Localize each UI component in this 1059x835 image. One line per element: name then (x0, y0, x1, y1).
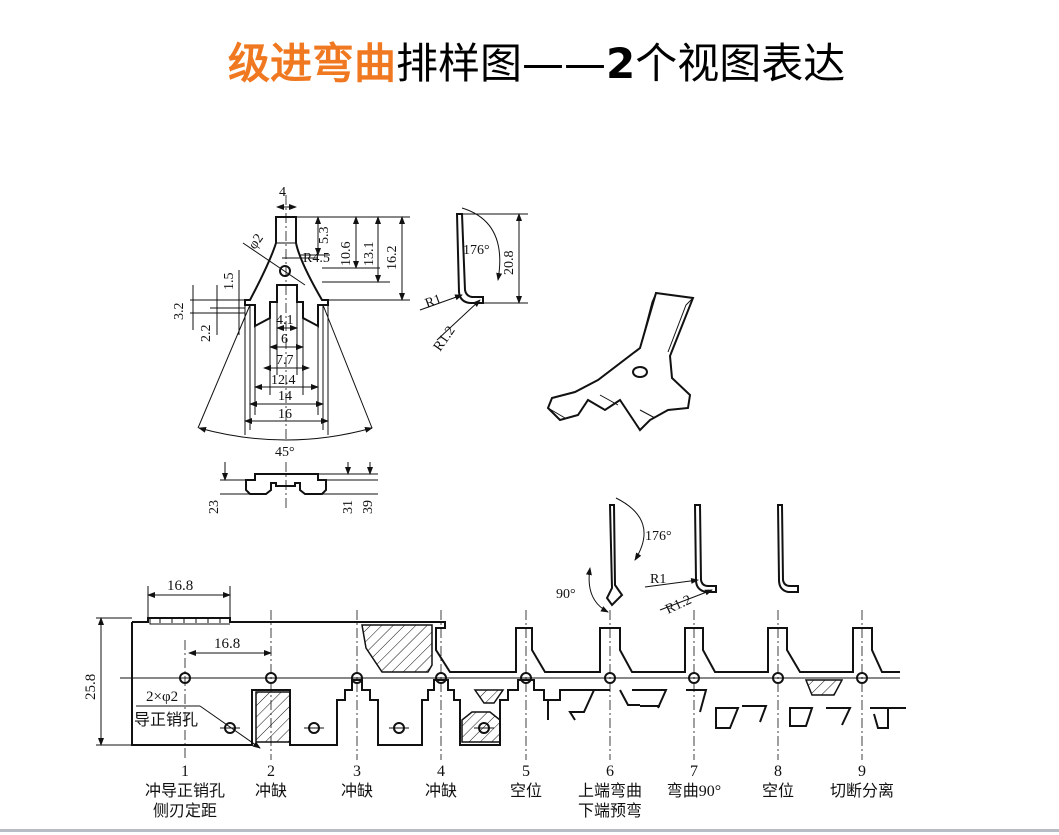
station-label: 冲缺 (340, 783, 373, 800)
station-number: 6 (606, 763, 614, 780)
slide-bottom-divider (0, 829, 1059, 832)
station-2: 2 冲缺 (216, 762, 326, 802)
station-number: 1 (181, 763, 189, 780)
station-label: 空位 (761, 783, 794, 800)
dim-16: 16 (278, 407, 292, 422)
dim-12-4: 12.4 (271, 373, 296, 388)
part-front-view: 4 5.3 10.6 13.1 16.2 R4.5 φ2 1.5 3.2 2.2… (172, 185, 410, 460)
strip-layout: 16.8 16.8 25.8 2×φ2 导正销孔 (83, 578, 906, 760)
part-end-view: 23 31 39 (207, 462, 378, 514)
strip-dim-r1-2: R1.2 (663, 593, 694, 618)
dim-10-6: 10.6 (339, 242, 354, 267)
station-label: 上端弯曲 下端预弯 (577, 783, 642, 820)
dim-4-1: 4.1 (276, 313, 294, 328)
part-3d-view (546, 291, 695, 432)
station-9: 9 切断分离 (807, 762, 917, 802)
station-4: 4 冲缺 (386, 762, 496, 802)
title-highlight: 级进弯曲 (228, 39, 397, 88)
part-side-view: 176° 20.8 R1 R1.2 (419, 207, 528, 355)
station-3: 3 冲缺 (302, 762, 412, 802)
station-1: 1 冲导正销孔 侧刃定距 (130, 762, 240, 822)
dim-31: 31 (341, 500, 356, 514)
station-label: 空位 (509, 783, 542, 800)
strip-dim-r1: R1 (650, 572, 666, 587)
dim-39: 39 (361, 500, 376, 514)
station-5: 5 空位 (471, 762, 581, 802)
side-dim-r1: R1 (423, 292, 443, 312)
dim-23: 23 (207, 500, 222, 514)
dim-5-3: 5.3 (317, 227, 332, 245)
title-middle: 排样图—— (396, 39, 607, 88)
strip-dim-90: 90° (556, 587, 576, 602)
side-dim-20-8: 20.8 (502, 251, 517, 276)
pilot-note-size: 2×φ2 (146, 689, 178, 705)
station-centerlines (179, 610, 868, 760)
dim-3-2: 3.2 (172, 303, 187, 321)
dim-4: 4 (279, 185, 286, 200)
dim-16-2: 16.2 (385, 246, 400, 271)
title-number: 2 (606, 39, 636, 88)
station-label: 切断分离 (829, 783, 894, 800)
strip-dim-16-8-pitch: 16.8 (214, 636, 240, 652)
strip-dim-25-8: 25.8 (83, 674, 99, 700)
dim-1-5: 1.5 (222, 273, 237, 291)
station-8: 8 空位 (723, 762, 833, 802)
dim-6: 6 (281, 332, 288, 347)
slide-title: 级进弯曲排样图——2个视图表达 (228, 38, 845, 90)
title-rest: 个视图表达 (635, 39, 846, 88)
station-number: 9 (858, 763, 866, 780)
dim-7-7: 7.7 (276, 353, 294, 368)
station-label: 冲导正销孔 侧刃定距 (144, 783, 225, 820)
strip-dim-16-8-top: 16.8 (167, 578, 193, 594)
station-number: 3 (353, 763, 361, 780)
dim-13-1: 13.1 (362, 242, 377, 267)
station-number: 7 (690, 763, 698, 780)
dim-14: 14 (278, 389, 292, 404)
strip-dim-176: 176° (645, 529, 672, 544)
dim-45-deg: 45° (275, 445, 295, 460)
station-label: 弯曲90° (666, 783, 722, 800)
pilot-note-label: 导正销孔 (134, 711, 198, 729)
station-number: 4 (437, 763, 445, 780)
bent-profiles: 176° 90° R1 R1.2 (556, 497, 799, 618)
station-7: 7 弯曲90° (639, 762, 749, 802)
station-label: 冲缺 (254, 783, 287, 800)
dim-phi2: φ2 (246, 231, 267, 252)
station-label: 冲缺 (424, 783, 457, 800)
station-6: 6 上端弯曲 下端预弯 (555, 762, 665, 822)
side-dim-r1-2: R1.2 (431, 324, 459, 355)
dim-2-2: 2.2 (199, 325, 214, 343)
side-dim-176: 176° (463, 243, 490, 258)
station-number: 2 (267, 763, 275, 780)
dim-r4-5: R4.5 (303, 251, 330, 266)
station-number: 8 (774, 763, 782, 780)
station-number: 5 (522, 763, 530, 780)
